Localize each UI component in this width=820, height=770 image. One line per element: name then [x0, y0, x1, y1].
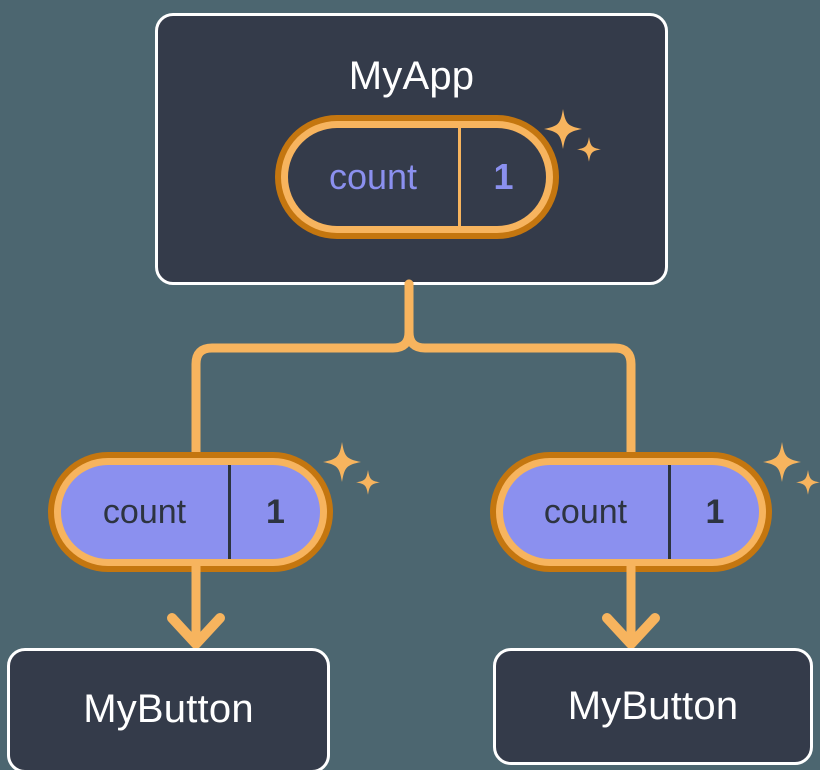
root-state-pill[interactable]: count 1: [275, 115, 559, 239]
mybutton-left-title: MyButton: [83, 687, 254, 731]
right-state-pill-body: count 1: [503, 465, 759, 559]
root-state-value: 1: [493, 156, 514, 197]
myapp-card-title: MyApp: [348, 54, 475, 98]
right-state-pill-ring: count 1: [496, 458, 766, 566]
left-state-value: 1: [266, 492, 285, 531]
left-state-pill-body: count 1: [61, 465, 320, 559]
arrow-down-icon: [602, 566, 660, 649]
left-state-key: count: [61, 465, 231, 559]
mybutton-card-right[interactable]: MyButton: [493, 648, 813, 765]
root-state-pill-ring: count 1: [281, 121, 553, 233]
arrow-down-icon: [167, 566, 225, 649]
left-state-pill[interactable]: count 1: [48, 452, 333, 572]
root-state-pill-body: count 1: [288, 128, 546, 226]
mybutton-card-left[interactable]: MyButton: [7, 648, 330, 770]
right-state-key: count: [503, 465, 671, 559]
mybutton-right-title: MyButton: [567, 684, 739, 728]
right-state-value: 1: [705, 492, 725, 531]
myapp-card[interactable]: MyApp count 1: [155, 13, 668, 285]
root-state-key: count: [288, 128, 461, 226]
left-state-pill-ring: count 1: [54, 458, 327, 566]
right-state-pill[interactable]: count 1: [490, 452, 772, 572]
tree-connector: [191, 279, 636, 465]
